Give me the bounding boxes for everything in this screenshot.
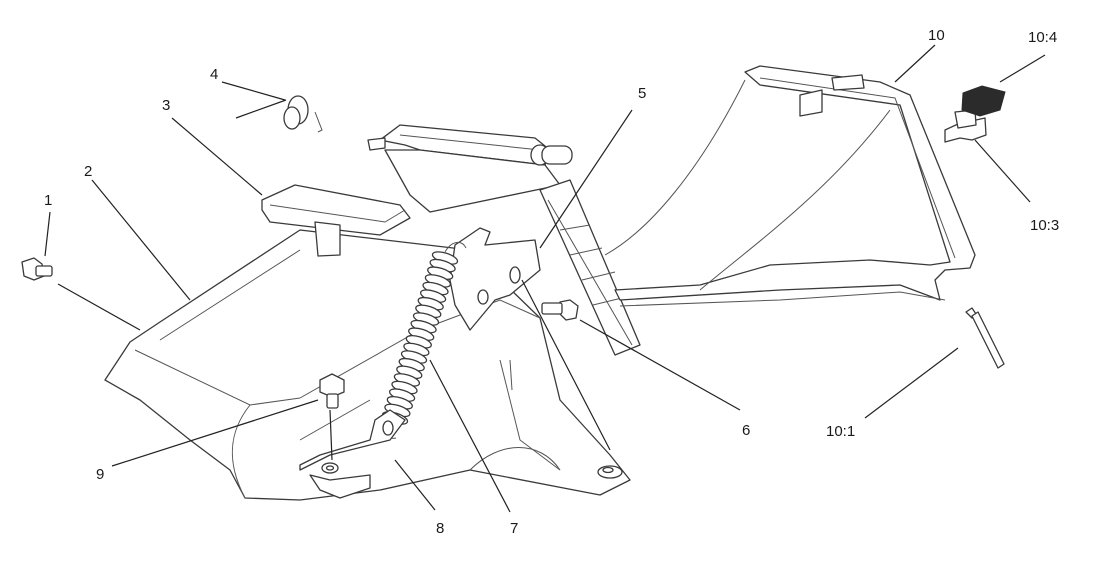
callout-10: 10	[928, 27, 945, 44]
callout-labels: 1 2 3 4 5 6 7 8 9 10 10:1 10:3 10:4	[44, 27, 1059, 537]
callout-7: 7	[510, 520, 518, 537]
leader-lines	[44, 44, 1046, 513]
housing-part-2	[104, 229, 631, 501]
bolt-part-9	[319, 373, 345, 409]
anchor-bracket-part-8	[299, 409, 406, 499]
bolt-part-6	[541, 299, 579, 321]
pivot-plate-part-5	[449, 227, 541, 331]
spring-hook-top	[444, 242, 467, 253]
callout-5: 5	[638, 85, 646, 102]
spring-part-7	[381, 242, 467, 439]
callout-10-3: 10:3	[1030, 217, 1059, 234]
upper-bracket-part-3	[261, 124, 641, 356]
rubber-pad-part-10-4	[961, 85, 1006, 117]
spring-clip-part-4	[283, 95, 323, 133]
callout-10-1: 10:1	[826, 423, 855, 440]
pedal-frame-part-10	[604, 65, 976, 307]
callout-3: 3	[162, 97, 170, 114]
callout-8: 8	[436, 520, 444, 537]
cotter-pin-part-10-1	[965, 307, 1005, 369]
callout-9: 9	[96, 466, 104, 483]
callout-6: 6	[742, 422, 750, 439]
callout-1: 1	[44, 192, 52, 209]
callout-2: 2	[84, 163, 92, 180]
callout-10-4: 10:4	[1028, 29, 1057, 46]
screw-part-1	[21, 257, 53, 281]
pedal-clip-part-10-3	[944, 109, 987, 143]
callout-4: 4	[210, 66, 218, 83]
